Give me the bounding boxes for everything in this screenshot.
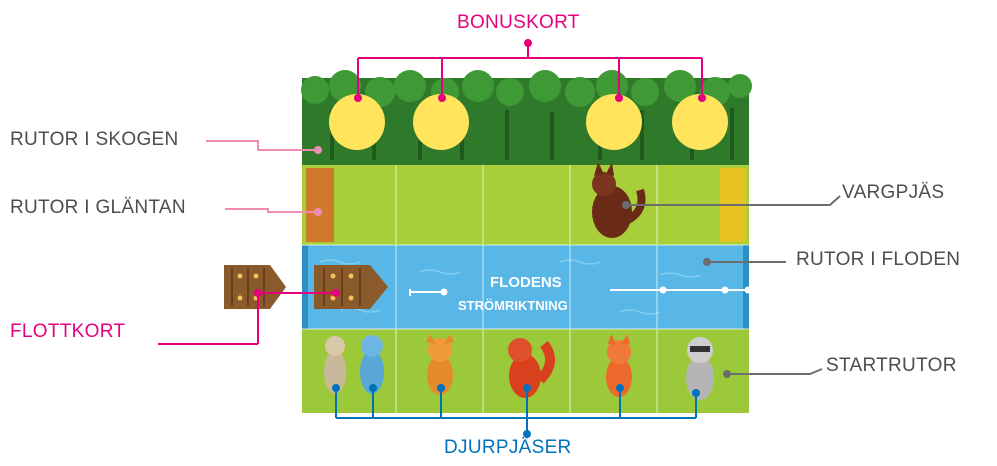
animal-pieces-label: DJURPJÄSER [444,437,572,459]
river-squares-label: RUTOR I FLODEN [796,249,960,271]
light-pink-callouts [206,141,318,212]
flow-label-line2: STRÖMRIKTNING [458,298,568,313]
bonus-token [586,94,642,150]
start-squares-label: STARTRUTOR [826,355,957,377]
wolf-piece-label: VARGPJÄS [842,182,944,204]
bonus-token [413,94,469,150]
bonus-token [329,94,385,150]
meadow-flowers-left [306,168,334,242]
river-bank-left [302,245,308,329]
meadow-squares-label: RUTOR I GLÄNTAN [10,197,186,219]
flow-label-line1: FLODENS [490,274,562,291]
raft-card-offboard [224,265,286,309]
animal-piece [686,337,714,400]
raft-cards-label: FLOTTKORT [10,321,125,343]
forest-squares-label: RUTOR I SKOGEN [10,129,179,151]
bonus-token [672,94,728,150]
bonus-cards-label: BONUSKORT [457,12,580,34]
